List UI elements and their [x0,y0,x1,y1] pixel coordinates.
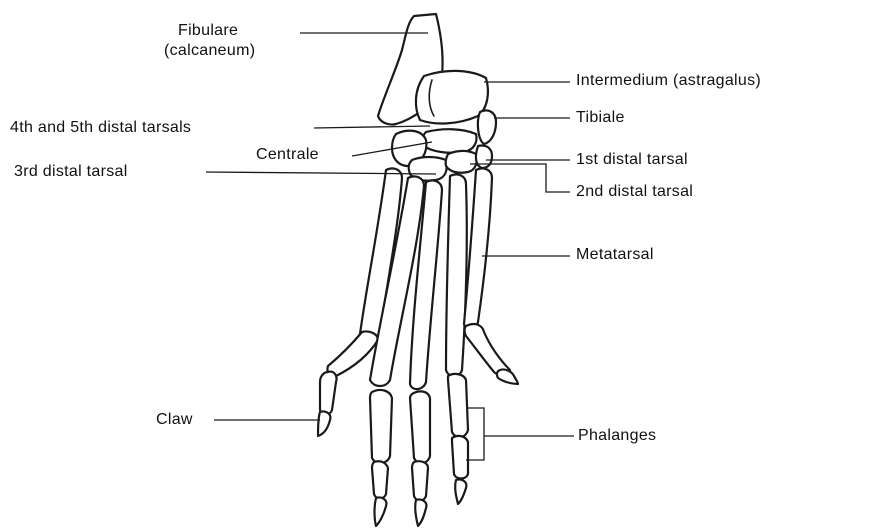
phalanges-bracket [466,408,574,460]
tibiale-bone [478,110,496,144]
metatarsal-1 [464,168,492,329]
label-claw: Claw [156,411,193,429]
phalanx-2-2 [452,436,468,479]
label-phalanges: Phalanges [578,427,656,445]
label-metatarsal: Metatarsal [576,246,654,264]
label-centrale: Centrale [256,146,319,164]
label-distal-2: 2nd distal tarsal [576,183,693,201]
phalanx-5-1 [327,331,378,376]
claw-4 [375,497,387,526]
claw-2 [455,479,466,504]
distal-tarsal-2-bone [446,151,477,173]
claw-1 [497,369,518,384]
phalanx-3-1 [410,391,430,463]
phalanx-1-1 [465,324,511,375]
phalanx-3-2 [412,461,428,500]
label-distal-1: 1st distal tarsal [576,151,688,169]
label-distal-3: 3rd distal tarsal [14,163,128,181]
phalanx-4-2 [372,461,388,498]
phalanx-2-1 [448,374,468,437]
label-intermedium: Intermedium (astragalus) [576,72,761,90]
claw-5 [318,411,330,436]
label-fibulare: Fibulare [178,22,238,40]
metatarsal-2 [446,174,467,376]
distal-4-5-leader [314,126,430,128]
label-distal-4-5: 4th and 5th distal tarsals [10,119,191,137]
claw-3 [415,499,426,526]
label-calcaneum: (calcaneum) [164,42,255,60]
phalanx-4-1 [370,390,392,463]
intermedium-bone [416,71,488,124]
centrale-bone [423,129,477,153]
label-tibiale: Tibiale [576,109,625,127]
phalanx-5-2 [320,372,337,415]
